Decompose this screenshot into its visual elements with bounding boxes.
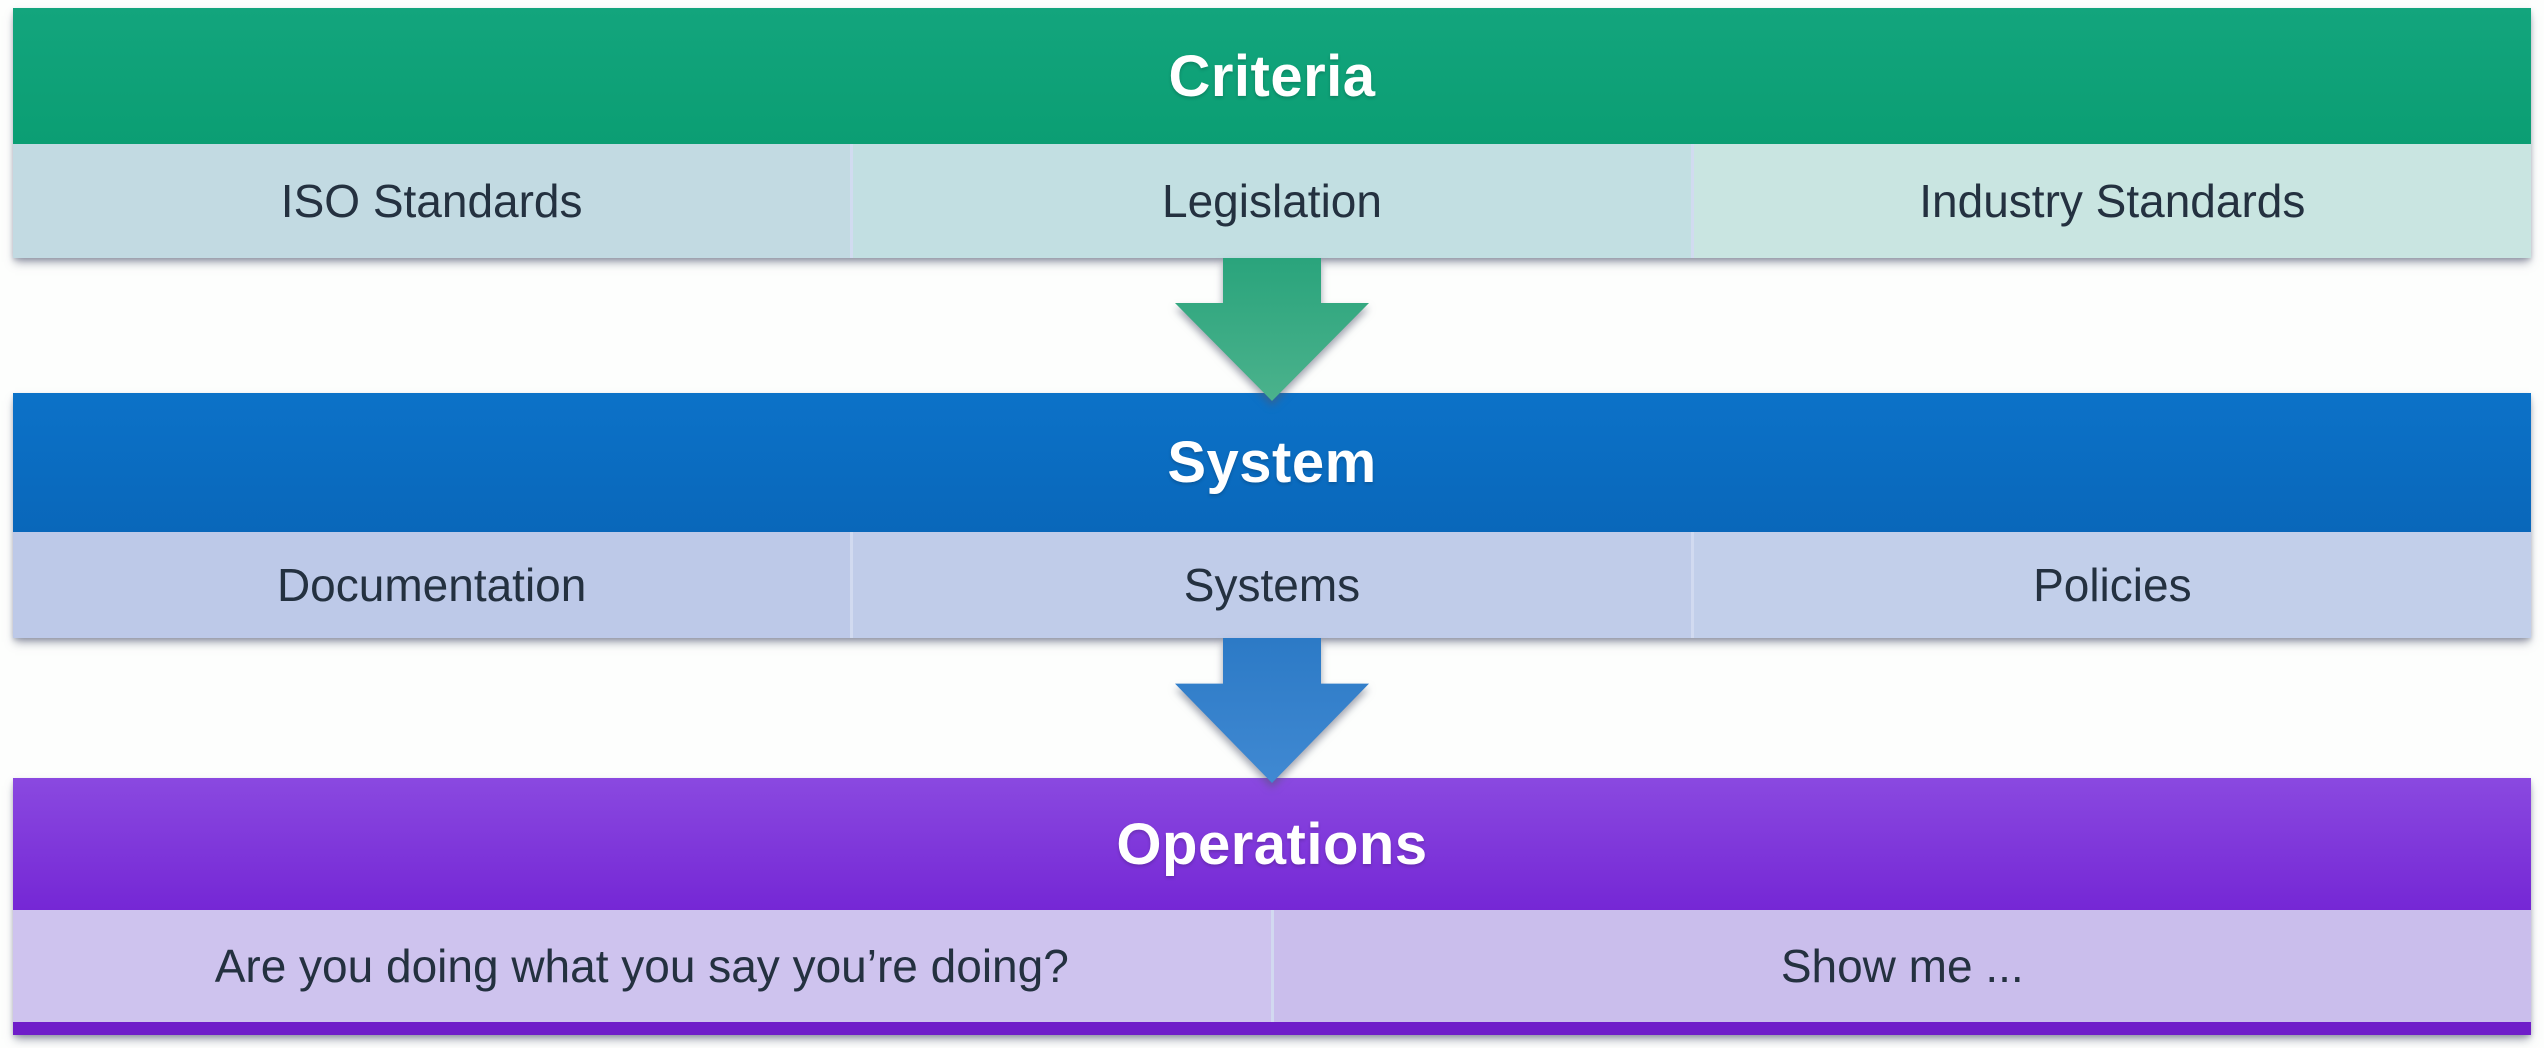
band-criteria: Criteria ISO Standards Legislation Indus… xyxy=(13,8,2531,258)
band-system-title: System xyxy=(1167,430,1377,495)
band-criteria-row: ISO Standards Legislation Industry Stand… xyxy=(13,144,2531,258)
band-operations: Operations Are you doing what you say yo… xyxy=(13,778,2531,1035)
cell-show-me: Show me ... xyxy=(1270,910,2531,1022)
band-criteria-title: Criteria xyxy=(1168,43,1376,109)
cell-policies: Policies xyxy=(1690,532,2531,638)
operations-bottom-strip xyxy=(13,1022,2531,1035)
band-system-header: System xyxy=(13,393,2531,532)
down-arrow-blue-icon xyxy=(1175,638,1369,783)
cell-legislation: Legislation xyxy=(850,144,1691,258)
cell-systems: Systems xyxy=(850,532,1691,638)
band-operations-row: Are you doing what you say you’re doing?… xyxy=(13,910,2531,1022)
down-arrow-green-icon xyxy=(1175,258,1369,401)
band-criteria-header: Criteria xyxy=(13,8,2531,144)
cell-iso-standards: ISO Standards xyxy=(13,144,851,258)
band-system-row: Documentation Systems Policies xyxy=(13,532,2531,638)
cell-industry-standards: Industry Standards xyxy=(1690,144,2531,258)
band-system: System Documentation Systems Policies xyxy=(13,393,2531,638)
cell-are-you-doing: Are you doing what you say you’re doing? xyxy=(13,910,1271,1022)
band-operations-title: Operations xyxy=(1116,811,1428,877)
cell-documentation: Documentation xyxy=(13,532,851,638)
band-operations-header: Operations xyxy=(13,778,2531,910)
